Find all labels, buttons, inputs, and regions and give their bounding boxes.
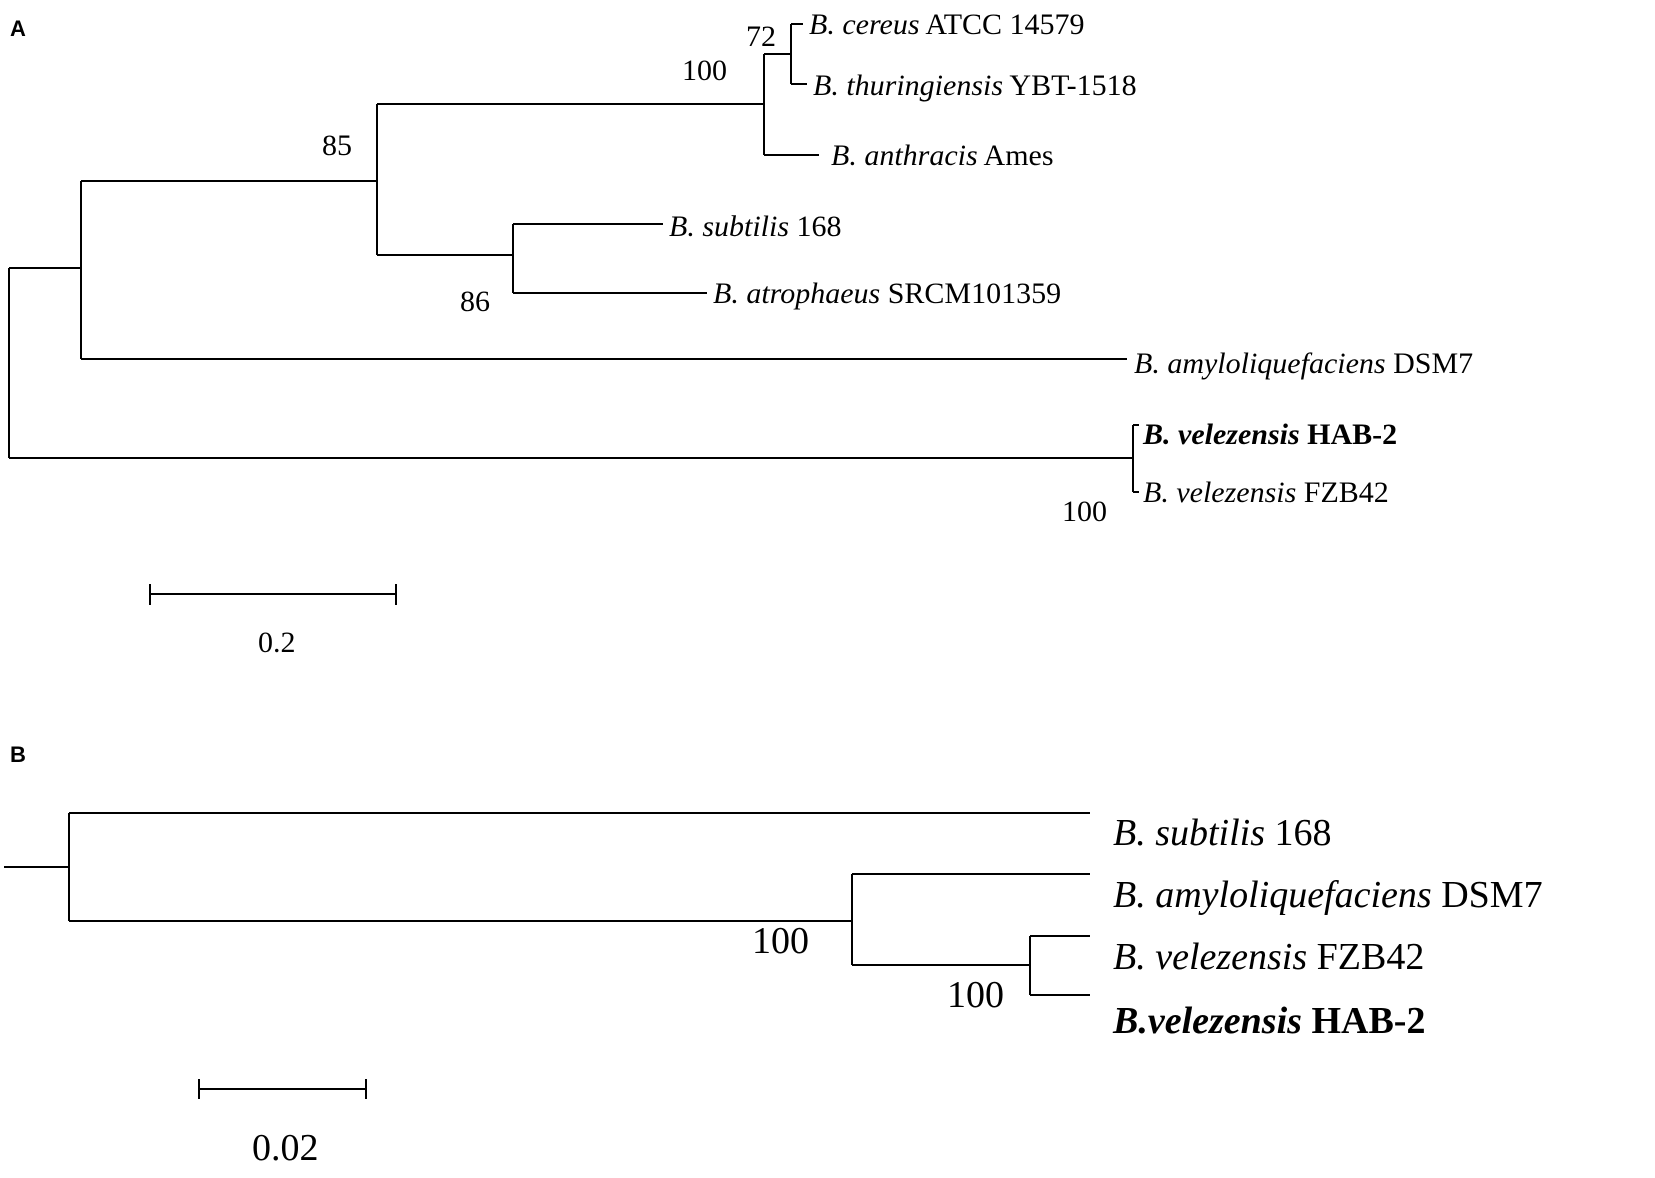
panel-b-tree [4,812,1090,996]
panel-a-label: A [10,16,26,41]
scale-bar-line [149,584,397,605]
species-name: B. velezensis [1143,476,1296,509]
bootstrap-value: 85 [322,129,352,162]
bootstrap-value: 100 [1062,495,1107,528]
species-name: B. velezensis [1142,418,1300,451]
scale-bar [198,1079,367,1099]
species-name: B. cereus [809,8,920,41]
bootstrap-value: 86 [460,285,490,318]
strain-name: DSM7 [1393,347,1473,380]
species-name: B. velezensis [1113,936,1307,978]
scale-bar [149,584,397,605]
strain-name: YBT-1518 [1009,69,1136,102]
panel-b-label: B [10,742,26,767]
species-name: B. amyloliquefaciens [1113,874,1432,916]
strain-name: HAB-2 [1307,418,1397,451]
tip-label: B. atrophaeus SRCM101359 [713,277,1061,310]
tip-label: B. anthracis Ames [831,139,1054,172]
species-name: B. subtilis [669,210,789,243]
scale-bar-line [198,1079,367,1099]
strain-name: FZB42 [1317,936,1425,978]
species-name: B. amyloliquefaciens [1134,347,1386,380]
bootstrap-value: 100 [752,920,809,962]
tip-label: B. velezensis FZB42 [1143,476,1389,509]
tip-label: B. amyloliquefaciens DSM7 [1134,347,1473,380]
species-name: B. atrophaeus [713,277,880,310]
bootstrap-value: 72 [746,20,776,53]
strain-name: Ames [984,139,1054,172]
tip-label: B. thuringiensis YBT-1518 [813,69,1137,102]
species-name: B.velezensis [1112,1000,1302,1042]
strain-name: ATCC 14579 [925,8,1084,41]
panel-a-tree [8,23,1139,493]
tip-label: B. cereus ATCC 14579 [809,8,1085,41]
strain-name: 168 [797,210,842,243]
strain-name: SRCM101359 [888,277,1061,310]
strain-name: FZB42 [1304,476,1389,509]
scale-bar-label: 0.02 [252,1127,319,1169]
tip-label-highlighted: B. velezensis HAB-2 [1142,418,1397,451]
bootstrap-value: 100 [947,974,1004,1016]
tip-label-highlighted: B.velezensis HAB-2 [1112,1000,1425,1042]
strain-name: 168 [1275,812,1332,854]
bootstrap-value: 100 [682,54,727,87]
strain-name: HAB-2 [1311,1000,1425,1042]
tip-label: B. subtilis 168 [1113,812,1332,854]
species-name: B. thuringiensis [813,69,1003,102]
tip-label: B. velezensis FZB42 [1113,936,1424,978]
tip-label: B. subtilis 168 [669,210,842,243]
species-name: B. anthracis [831,139,978,172]
strain-name: DSM7 [1441,874,1542,916]
tip-label: B. amyloliquefaciens DSM7 [1113,874,1543,916]
scale-bar-label: 0.2 [258,626,296,659]
species-name: B. subtilis [1113,812,1265,854]
